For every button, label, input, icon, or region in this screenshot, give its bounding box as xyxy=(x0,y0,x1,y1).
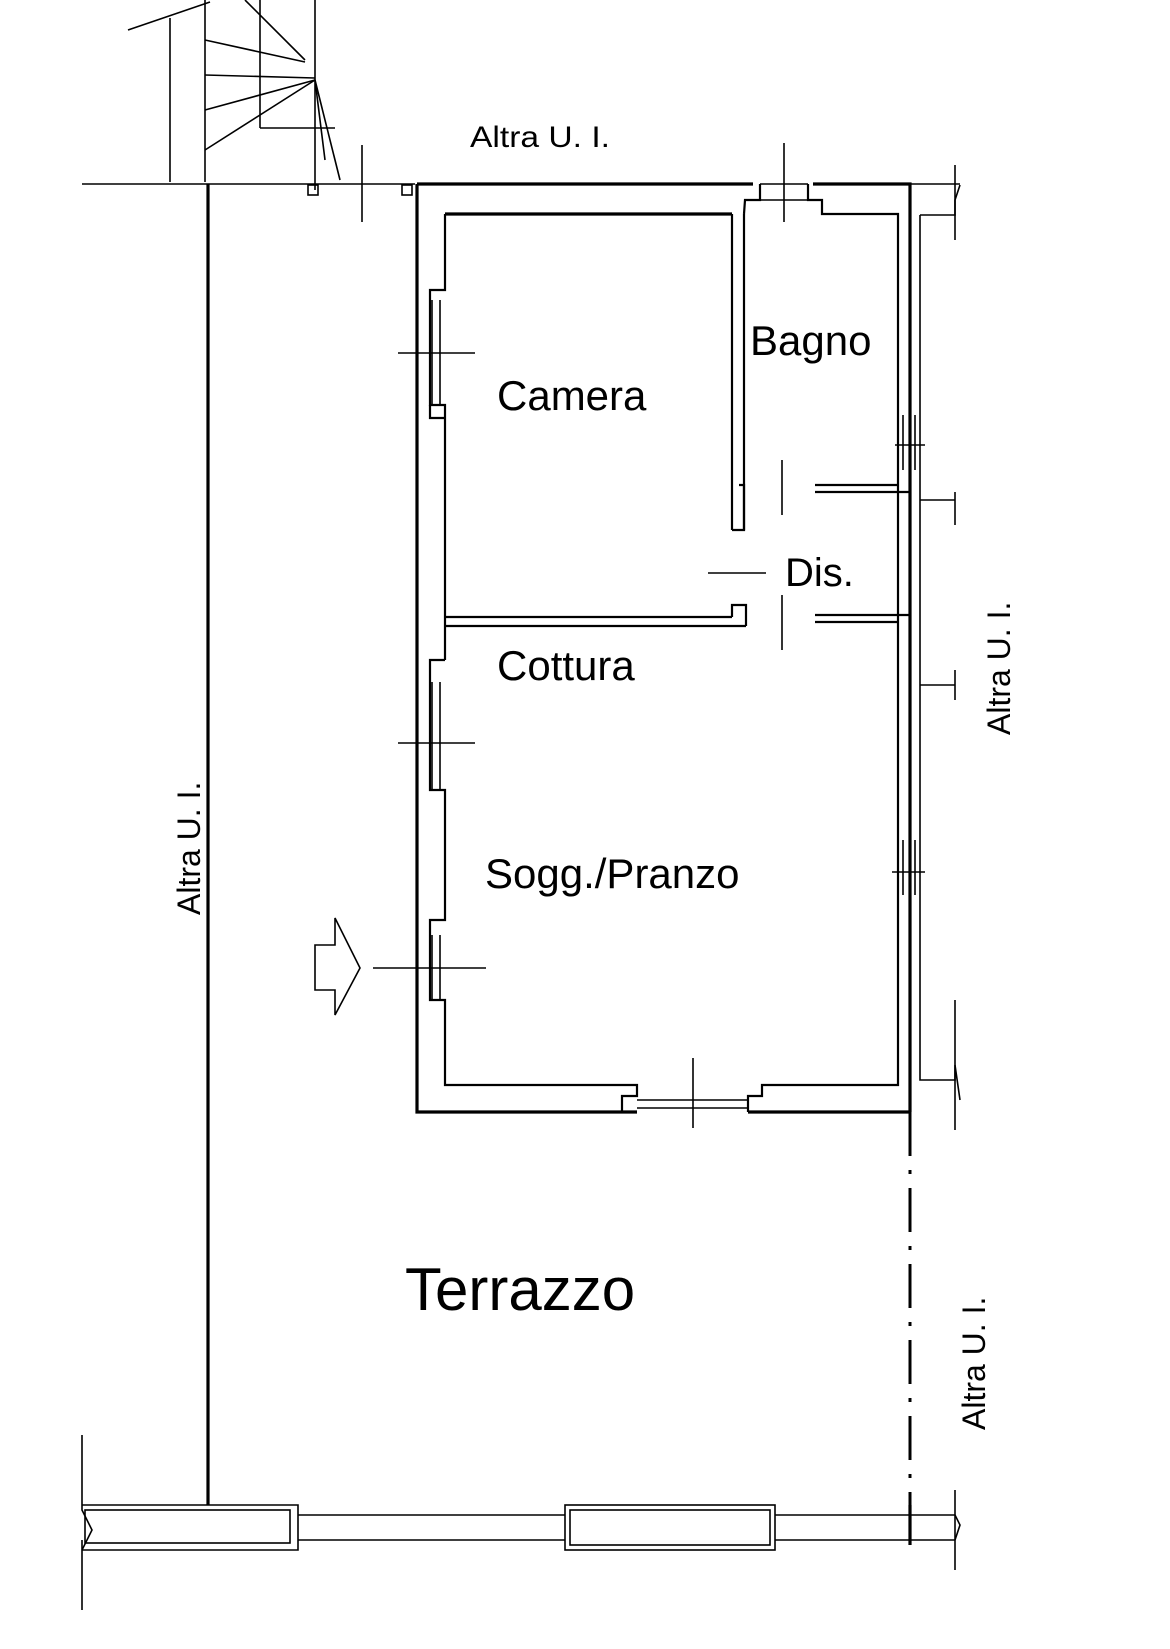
entrance-arrow-icon xyxy=(314,917,361,1016)
room-label-terrazzo: Terrazzo xyxy=(405,1256,635,1323)
room-label-camera: Camera xyxy=(497,372,647,419)
site-boundary xyxy=(82,145,960,1505)
outer-walls xyxy=(373,143,912,1128)
right-side-details xyxy=(892,165,961,1130)
neighbor-label-left: Altra U. I. xyxy=(171,782,207,915)
room-label-soggiorno: Sogg./Pranzo xyxy=(485,850,740,897)
neighbor-label-right-upper: Altra U. I. xyxy=(981,602,1017,735)
room-label-cottura: Cottura xyxy=(497,642,635,689)
interior-walls xyxy=(445,460,910,650)
neighbor-label-top: Altra U. I. xyxy=(470,121,610,154)
terrace-boundary xyxy=(81,1112,961,1610)
room-label-bagno: Bagno xyxy=(750,317,871,364)
neighbor-label-right-lower: Altra U. I. xyxy=(956,1297,992,1430)
staircase xyxy=(127,0,413,196)
room-label-dis: Dis. xyxy=(785,551,854,595)
